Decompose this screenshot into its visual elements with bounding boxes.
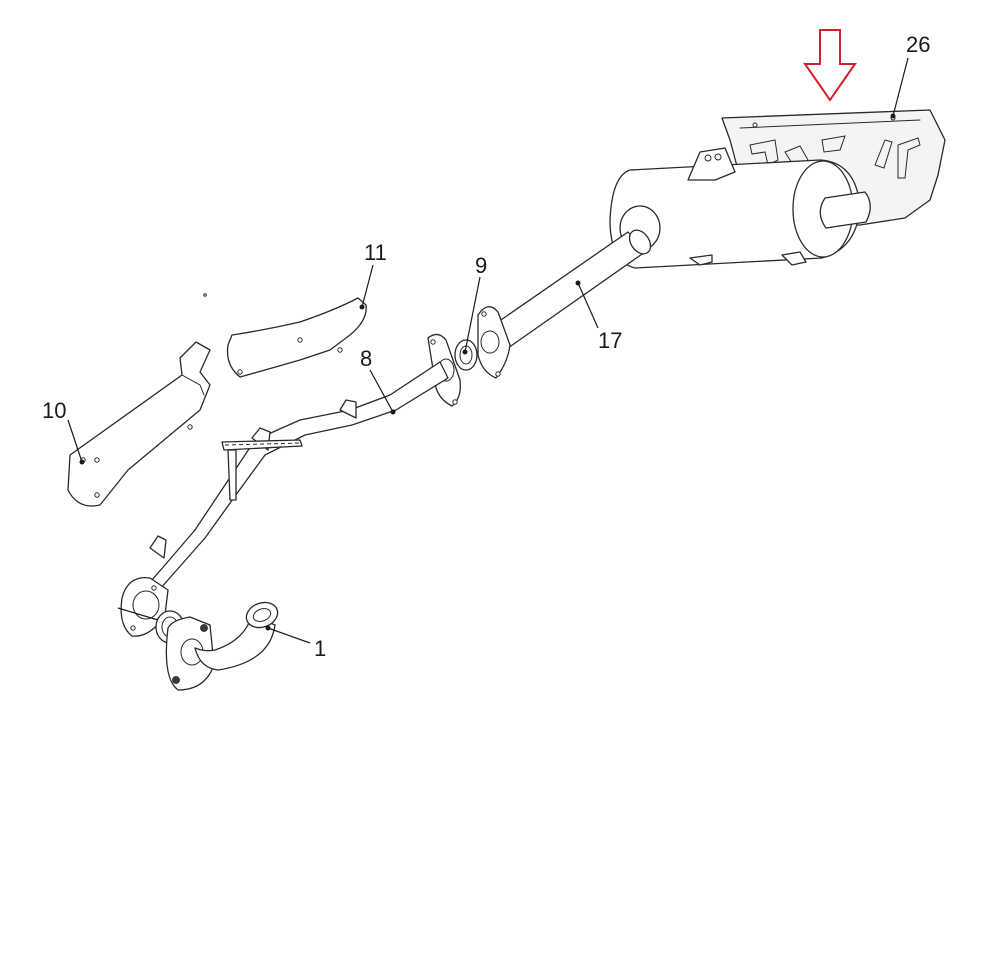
exhaust-elbow-1: [165, 601, 279, 691]
callout-11: 11: [364, 240, 387, 265]
callout-10: 10: [42, 398, 66, 423]
callout-17: 17: [598, 328, 622, 353]
callout-8: 8: [360, 346, 372, 371]
callout-labels: 26 17 9 8 11 10 1: [42, 32, 930, 661]
head-pipe-8: [120, 333, 461, 637]
muffler: [609, 147, 871, 269]
callout-1: 1: [314, 636, 326, 661]
down-arrow-icon: [803, 29, 857, 102]
pipe-17: [477, 229, 652, 379]
callout-leaders: [67, 57, 909, 644]
heat-shield-10: [67, 293, 211, 507]
callout-9: 9: [475, 253, 487, 278]
gasket-9: [454, 339, 478, 371]
heat-shield-11: [226, 297, 367, 378]
callout-26: 26: [906, 32, 930, 57]
